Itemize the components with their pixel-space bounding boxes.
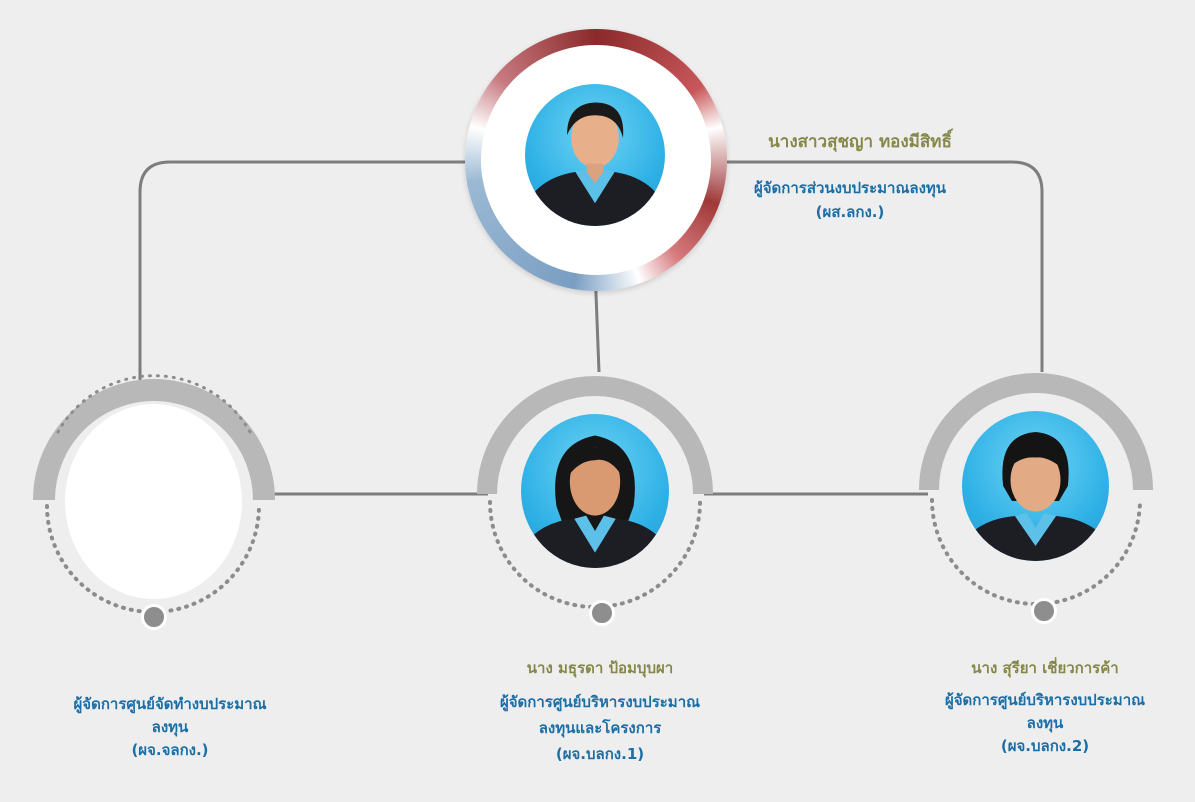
top-title-line-1: ผู้จัดการส่วนงบประมาณลงทุน [753,179,947,197]
top-person-photo [525,84,665,226]
middle-solid-arc [477,376,713,495]
top-node-ring [465,29,727,291]
right-person-name: นาง สุรียา เชี่ยวการค้า [971,659,1119,677]
right-title-line-1: ผู้จัดการศูนย์บริหารงบประมาณ [944,691,1146,709]
left-title-line-1: ผู้จัดการศูนย์จัดทำงบประมาณ [73,695,267,713]
left-person-title: ผู้จัดการศูนย์จัดทำงบประมาณ ลงทุน (ผจ.จล… [40,693,300,762]
connector-top-left [138,160,472,390]
left-title-line-2: ลงทุน [151,718,189,736]
connector-top-right [727,160,1044,372]
middle-person-title: ผู้จัดการศูนย์บริหารงบประมาณ ลงทุนและโคร… [460,689,740,767]
top-person-title: ผู้จัดการส่วนงบประมาณลงทุน (ผส.ลกง.) [730,176,970,224]
right-solid-arc [919,373,1153,491]
right-title-line-2: ลงทุน [1026,714,1064,732]
left-node-knob [141,604,167,630]
middle-title-line-1: ผู้จัดการศูนย์บริหารงบประมาณ [499,693,701,711]
middle-node-knob [589,600,615,626]
middle-dotted-arc [488,500,702,609]
middle-person-name: นาง มธุรดา ป้อมบุบผา [526,659,674,677]
right-node-knob [1031,598,1057,624]
left-person-photo-placeholder [65,404,242,599]
right-dotted-arc [930,498,1142,606]
right-person-photo [962,411,1109,561]
middle-title-line-3: (ผจ.บลกง.1) [555,745,645,763]
top-person-name: นางสาวสุชญา ทองมีสิทธิ์ [768,132,952,152]
left-dotted-top [56,374,252,434]
right-title-line-3: (ผจ.บลกง.2) [1000,737,1090,755]
top-title-line-2: (ผส.ลกง.) [815,203,885,221]
left-title-line-3: (ผจ.จลกง.) [131,741,209,759]
left-solid-arc [33,379,275,501]
middle-person-photo [521,414,669,568]
right-person-title: ผู้จัดการศูนย์บริหารงบประมาณ ลงทุน (ผจ.บ… [905,689,1185,758]
middle-title-line-2: ลงทุนและโครงการ [538,719,662,737]
